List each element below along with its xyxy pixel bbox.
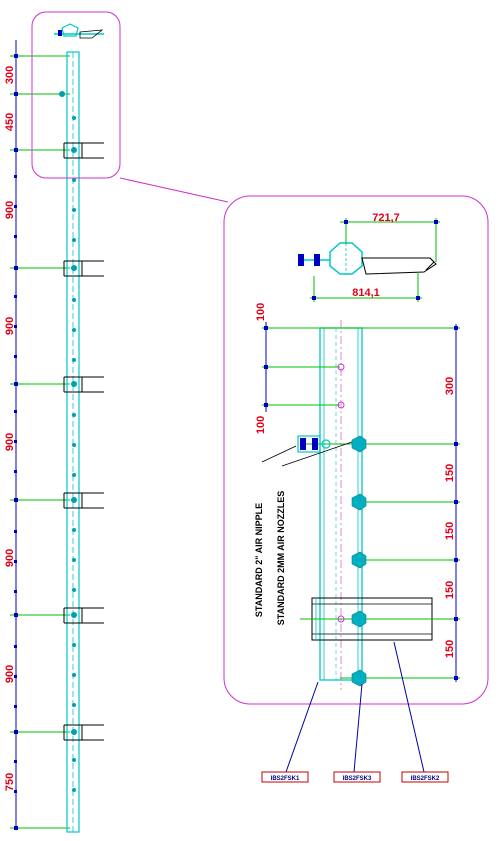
left-detail-dim-top: 100 bbox=[255, 303, 267, 321]
note-air-nozzles: STANDARD 2MM AIR NOZZLES bbox=[276, 491, 286, 626]
right-dim-1: 300 bbox=[444, 377, 456, 395]
tag-2-label: IBS2FSK3 bbox=[343, 776, 372, 782]
tag-3: IBS2FSK2 bbox=[401, 771, 449, 783]
right-dim-5: 150 bbox=[444, 640, 456, 658]
left-dim-4: 900 bbox=[4, 317, 16, 335]
right-dim-2: 150 bbox=[444, 464, 456, 482]
tag-1: IBS2FSK1 bbox=[261, 771, 309, 783]
left-dim-5: 900 bbox=[4, 433, 16, 451]
left-top-fitting bbox=[54, 23, 104, 39]
right-dim-4: 150 bbox=[444, 581, 456, 599]
detail-view: 721,7 814,1 bbox=[223, 195, 489, 783]
left-pipe bbox=[66, 51, 80, 833]
detail-extension-lines bbox=[262, 327, 460, 679]
top-dim-b: 814,1 bbox=[352, 287, 380, 299]
detail-right-dimensions: 300 150 150 150 150 bbox=[444, 324, 458, 682]
left-dim-1: 300 bbox=[4, 66, 16, 84]
detail-top-plan bbox=[298, 242, 437, 275]
left-dim-2: 450 bbox=[4, 113, 16, 131]
left-dim-7: 900 bbox=[4, 665, 16, 683]
note-air-nipple: STANDARD 2" AIR NIPPLE bbox=[254, 503, 264, 617]
left-dim-3: 900 bbox=[4, 201, 16, 219]
left-elevation-view: 300 450 900 900 900 900 900 750 bbox=[4, 11, 229, 833]
detail-left-dimensions: 100 100 bbox=[255, 303, 268, 434]
detail-nozzles bbox=[337, 363, 367, 687]
left-dim-6: 900 bbox=[4, 549, 16, 567]
tag-2: IBS2FSK3 bbox=[333, 771, 381, 783]
tag-leaders bbox=[285, 641, 425, 773]
left-brackets bbox=[63, 142, 104, 741]
right-dim-3: 150 bbox=[444, 522, 456, 540]
left-extension-lines bbox=[10, 55, 70, 829]
detail-view-border bbox=[223, 195, 489, 705]
tag-1-label: IBS2FSK1 bbox=[271, 776, 300, 782]
detail-nipple bbox=[297, 435, 331, 453]
left-nozzles bbox=[59, 91, 77, 792]
detail-callout-box bbox=[31, 11, 121, 179]
note-leaders bbox=[261, 441, 353, 467]
tag-3-label: IBS2FSK2 bbox=[411, 776, 440, 782]
detail-callout-leader bbox=[119, 177, 229, 203]
left-dim-8: 750 bbox=[4, 773, 16, 791]
left-dimension-ticks bbox=[14, 54, 18, 830]
detail-top-dimensions: 721,7 814,1 bbox=[310, 212, 440, 302]
left-detail-dim-bottom: 100 bbox=[255, 416, 267, 434]
top-dim-a: 721,7 bbox=[372, 212, 400, 224]
